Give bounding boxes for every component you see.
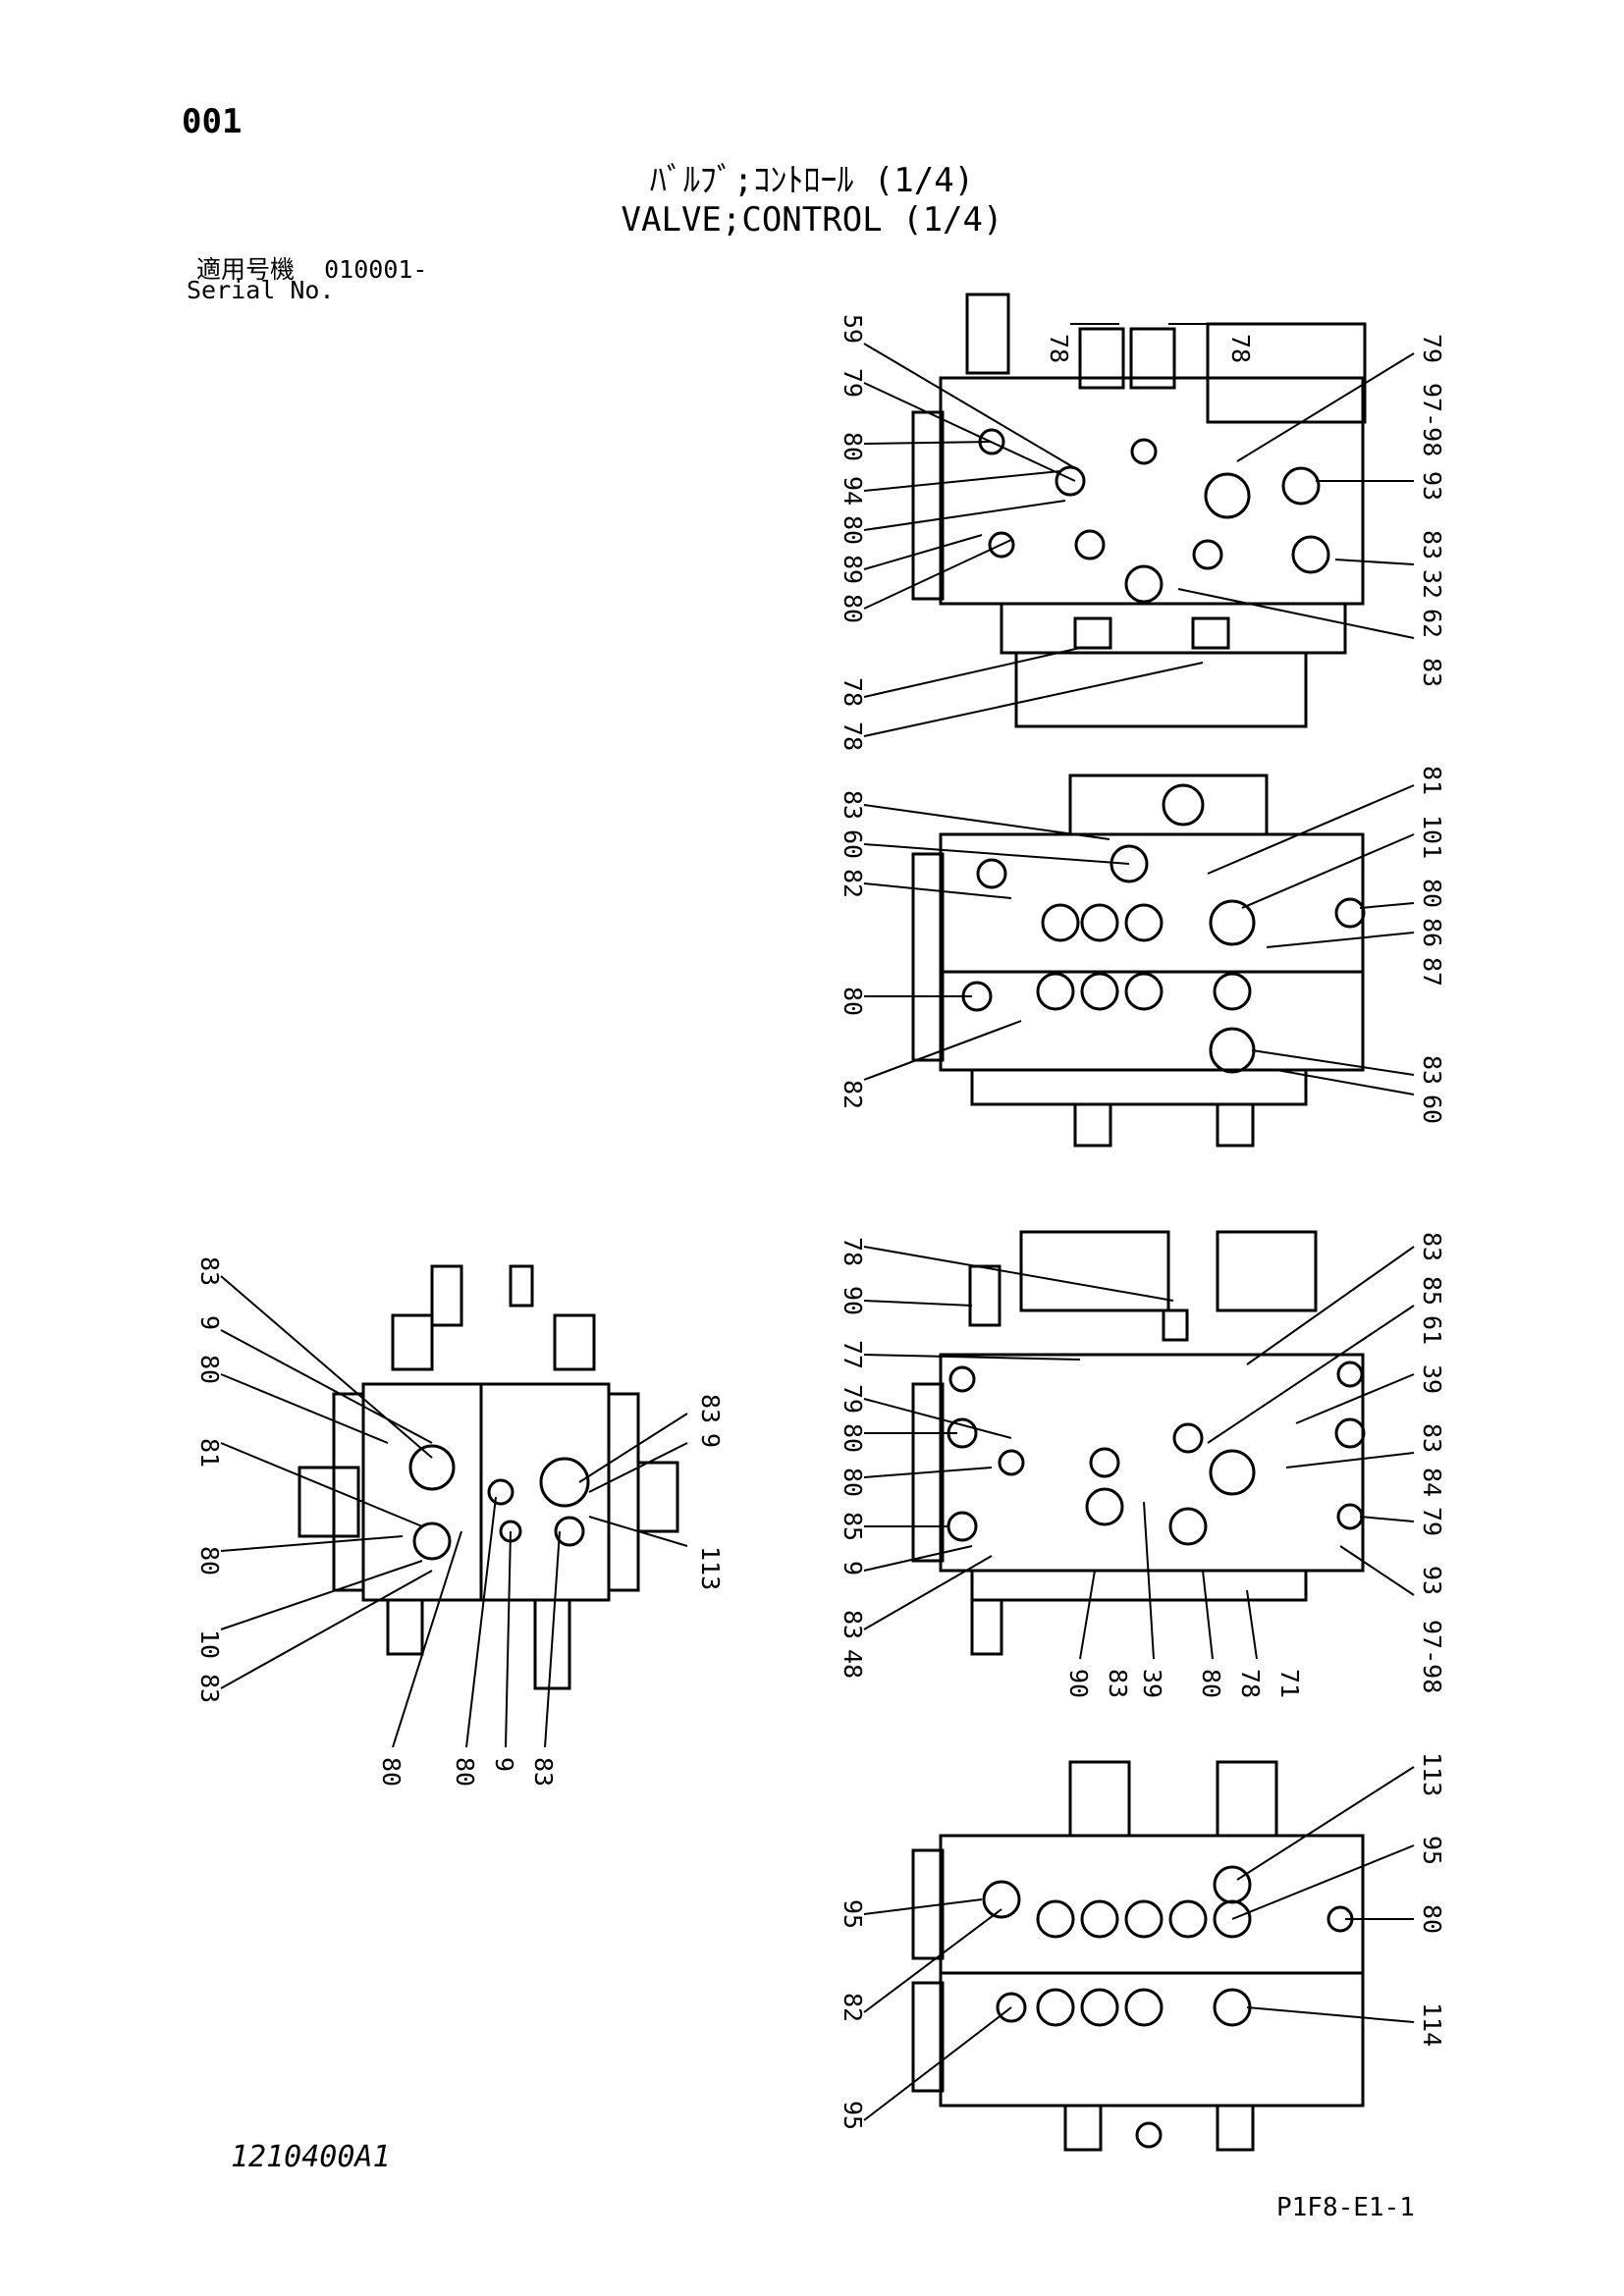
callout-label: 85 (839, 1512, 867, 1541)
callout-label: 83 (1104, 1669, 1132, 1698)
callout-label: 9 (490, 1757, 518, 1772)
callout-label: 79 (1418, 1507, 1446, 1536)
callout-label: 39 (1418, 1364, 1446, 1394)
callout-label: 78 (839, 677, 867, 707)
callout-label: 83 (1418, 1055, 1446, 1085)
callout-label: 78 (839, 721, 867, 751)
callout-label: 60 (839, 829, 867, 859)
callout-label: 90 (839, 1286, 867, 1315)
callout-label: 114 (1418, 2002, 1446, 2047)
callout-label: 82 (839, 869, 867, 898)
callout-label: 9 (839, 1561, 867, 1575)
callout-label: 83 (839, 790, 867, 820)
callout-label: 78 (1045, 334, 1073, 363)
view-bottom (911, 1760, 1365, 2152)
callout-label: 83 (195, 1256, 224, 1286)
callout-label: 86 (1418, 918, 1446, 947)
callout-label: 78 (839, 1237, 867, 1266)
callout-label: 59 (839, 314, 867, 344)
serial-value: 010001- (324, 255, 428, 284)
view-top (911, 293, 1367, 728)
callout-label: 9 (195, 1315, 224, 1330)
callout-label: 85 (1418, 1276, 1446, 1306)
callout-label: 80 (839, 594, 867, 623)
callout-label: 61 (1418, 1315, 1446, 1345)
callout-label: 90 (1064, 1669, 1093, 1698)
callout-label: 94 (839, 476, 867, 506)
page-number: 001 (182, 102, 243, 141)
callout-label: 83 (529, 1757, 558, 1787)
callout-label: 95 (839, 2101, 867, 2130)
callout-label: 81 (1418, 766, 1446, 795)
callout-label: 48 (839, 1649, 867, 1679)
title-english: VALVE;CONTROL (1/4) (621, 200, 1003, 240)
callout-label: 71 (1275, 1669, 1304, 1698)
callout-label: 32 (1418, 569, 1446, 599)
callout-label: 81 (195, 1438, 224, 1468)
callout-label: 10 (195, 1629, 224, 1659)
callout-label: 84 (1418, 1468, 1446, 1497)
callout-label: 80 (839, 1468, 867, 1497)
callout-label: 62 (1418, 609, 1446, 638)
callout-label: 80 (451, 1757, 479, 1787)
title-japanese: ﾊﾞﾙﾌﾞ;ｺﾝﾄﾛｰﾙ (1/4) (649, 161, 975, 200)
callout-label: 82 (839, 1080, 867, 1109)
leader-lines (220, 323, 1415, 2121)
callout-label: 83 (839, 1610, 867, 1639)
callout-label: 95 (839, 1899, 867, 1929)
callout-label: 9 (696, 1433, 725, 1448)
callout-label: 80 (195, 1546, 224, 1575)
callout-label: 87 (1418, 957, 1446, 987)
callout-label: 80 (195, 1355, 224, 1384)
callout-label: 60 (1418, 1095, 1446, 1124)
callout-label: 83 (1418, 530, 1446, 560)
callout-label: 89 (839, 555, 867, 584)
callout-label: 83 (696, 1394, 725, 1423)
callout-label: 83 (195, 1674, 224, 1703)
callout-label: 80 (377, 1757, 406, 1787)
callout-label: 80 (1418, 879, 1446, 908)
callout-label: 83 (1418, 1423, 1446, 1453)
callout-label: 82 (839, 1993, 867, 2022)
serial-label-english: Serial No. (187, 276, 335, 304)
view-lower-middle (911, 1230, 1366, 1656)
callout-label: 80 (839, 515, 867, 545)
callout-label: 83 (1418, 1232, 1446, 1261)
view-left-side (298, 1264, 679, 1690)
callout-label: 80 (1197, 1669, 1225, 1698)
callout-label: 113 (696, 1546, 725, 1590)
view-upper-middle (911, 774, 1366, 1148)
serial-label-jp: 適用号機 (196, 255, 296, 284)
callout-label: 113 (1418, 1752, 1446, 1796)
figure-code: 1210400A1 (231, 2140, 391, 2174)
callout-labels: 78 78 59 79 80 94 80 89 80 79 97-98 93 8… (195, 314, 1446, 2130)
callout-label: 79 (1418, 334, 1446, 363)
callout-label: 93 (1418, 471, 1446, 501)
callout-label: 78 (1226, 334, 1255, 363)
callout-label: 93 (1418, 1566, 1446, 1595)
callout-label: 78 (1236, 1669, 1265, 1698)
serial-line-japanese: 適用号機 010001- (196, 250, 427, 286)
callout-label: 79 (839, 1384, 867, 1414)
sheet-code: P1F8-E1-1 (1276, 2193, 1415, 2222)
callout-label: 97-98 (1418, 1620, 1446, 1693)
callout-label: 80 (839, 432, 867, 461)
callout-label: 95 (1418, 1836, 1446, 1865)
callout-label: 80 (839, 987, 867, 1016)
callout-label: 97-98 (1418, 383, 1446, 456)
callout-label: 77 (839, 1340, 867, 1369)
callout-label: 39 (1138, 1669, 1166, 1698)
callout-label: 80 (1418, 1904, 1446, 1934)
callout-label: 79 (839, 368, 867, 398)
callout-label: 83 (1418, 658, 1446, 687)
callout-label: 101 (1418, 815, 1446, 859)
callout-label: 80 (839, 1423, 867, 1453)
